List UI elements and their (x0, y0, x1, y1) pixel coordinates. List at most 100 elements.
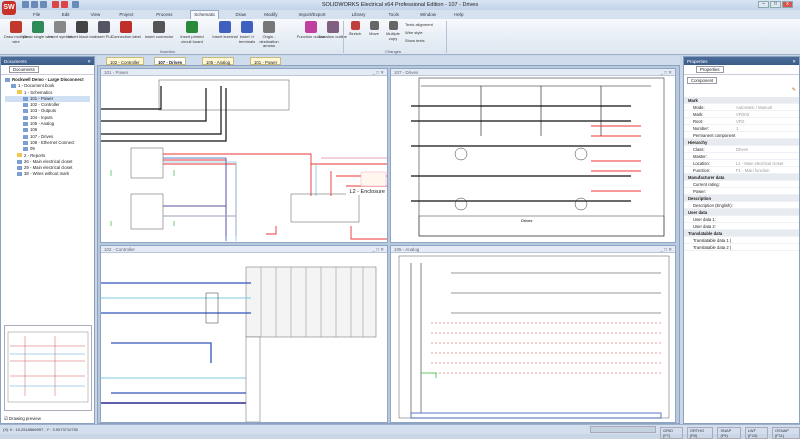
tree-item[interactable]: 106 (5, 127, 90, 133)
status-toggle[interactable]: SNAP (F9) (717, 427, 741, 439)
component-tab[interactable]: Component (687, 77, 718, 84)
menu-library[interactable]: Library (351, 12, 366, 17)
window-controls[interactable]: _ □ ✕ (660, 70, 673, 75)
ribbon-button-label: Location outline (318, 34, 348, 39)
app-logo[interactable]: SW (2, 1, 16, 15)
ribbon-button-move[interactable]: Move (364, 21, 384, 37)
ribbon-button-insert-n-terminals[interactable]: Insert 'n' terminals (232, 21, 262, 44)
close-icon[interactable]: ✕ (87, 58, 91, 64)
doc-tab[interactable]: 102 - Controller (106, 57, 144, 65)
tree-item[interactable]: Rockwell Demo - Large Disconnect (5, 77, 90, 83)
property-value[interactable]: VFD03 (736, 112, 750, 117)
ribbon-icon (369, 21, 379, 30)
ribbon-button-function-outline[interactable]: Function outline (296, 21, 326, 40)
property-value[interactable]: Drives (736, 147, 748, 152)
menu-view[interactable]: View (90, 12, 101, 17)
ribbon-button-draw-single-wire[interactable]: Draw single wire (23, 21, 53, 40)
tree-item[interactable]: 104 - Inputs (5, 115, 90, 121)
ribbon-icon (263, 21, 275, 33)
status-toggle[interactable]: ORTHO (F8) (686, 427, 714, 439)
properties-tab[interactable]: Properties (696, 66, 724, 73)
tree-item[interactable]: 108 - Ethernet Connect (5, 140, 90, 146)
tree-item[interactable]: 26 - Main electrical closet (5, 159, 90, 165)
ribbon-button-connection-label[interactable]: Connection label (111, 21, 141, 40)
undo-icon[interactable] (52, 1, 59, 8)
controller-window[interactable]: 102 - Controller_ □ ✕ (100, 245, 388, 423)
property-row: Translatable data 1 ( (684, 237, 799, 244)
menu-schematic[interactable]: Schematic (190, 10, 220, 19)
ribbon-button-stretch[interactable]: Stretch (345, 21, 365, 37)
ribbon-small-texts-alignment[interactable]: Texts alignment (405, 22, 433, 27)
window-controls[interactable]: _ □ ✕ (372, 70, 385, 75)
ribbon-button-location-outline[interactable]: Location outline (318, 21, 348, 40)
tree-item[interactable]: 1 - Schematics (5, 90, 90, 96)
tree-item[interactable]: 38 - Wires without mark (5, 171, 90, 177)
window-title: SOLIDWORKS Electrical x64 Professional E… (321, 2, 479, 8)
property-value[interactable]: Automatic / Manual (736, 105, 772, 110)
property-value[interactable]: L1 - Main electrical closet (736, 161, 784, 166)
zoom-icon[interactable] (72, 1, 79, 8)
menu-project[interactable]: Project (119, 12, 134, 17)
documents-tab[interactable]: Documents (9, 66, 39, 73)
tree-item[interactable]: 2 - Reports (5, 153, 90, 159)
doc-tab[interactable]: 101 - Power (250, 57, 282, 65)
property-value[interactable]: 1 (736, 126, 739, 131)
status-toggles: GRID (F7)ORTHO (F8)SNAP (F9)LWT (F10)OSN… (660, 427, 800, 439)
ribbon-button-insert-symbol[interactable]: Insert symbol (45, 21, 75, 40)
window-controls[interactable]: _ □ ✕ (372, 247, 385, 252)
ribbon-small-show-texts[interactable]: Show texts (405, 38, 425, 43)
print-icon[interactable] (40, 1, 47, 8)
new-icon[interactable] (22, 1, 29, 8)
menu-window[interactable]: Window (420, 12, 437, 17)
tree-item[interactable]: 102 - Controller (5, 102, 90, 108)
property-value[interactable]: VFD (736, 119, 745, 124)
tree-item[interactable]: 105 - Analog (5, 121, 90, 127)
power-window[interactable]: 101 - Power_ □ ✕ L2 - Enclosure (100, 68, 388, 243)
menu-help[interactable]: Help (454, 12, 464, 17)
doc-tab[interactable]: 105 - Analog (202, 57, 235, 65)
ribbon-button-draw-multiple-wire[interactable]: Draw multiple wire (1, 21, 31, 44)
document-icon (23, 134, 28, 139)
tree-item[interactable]: 09 (5, 146, 90, 152)
ribbon-button-insert-plc[interactable]: Insert PLC (89, 21, 119, 40)
menu-file[interactable]: File (33, 12, 41, 17)
status-toggle[interactable]: GRID (F7) (660, 427, 683, 439)
status-toggle[interactable]: LWT (F10) (744, 427, 768, 439)
edit-icon[interactable]: ✎ (791, 87, 796, 93)
menu-importexport[interactable]: Import/Export (298, 12, 326, 17)
doc-tab[interactable]: 107 - Drives (154, 57, 187, 65)
ribbon-button-insert-terminal[interactable]: Insert terminal (210, 21, 240, 40)
menu-tools[interactable]: Tools (388, 12, 400, 17)
drives-window[interactable]: 107 - Drives_ □ ✕ Drives (390, 68, 676, 243)
ribbon-button-insert-connector[interactable]: Insert connector (144, 21, 174, 40)
tree-item[interactable]: 107 - Drives (5, 134, 90, 140)
menu-modify[interactable]: Modify (264, 12, 278, 17)
tree-item[interactable]: 103 - Outputs (5, 108, 90, 114)
property-value[interactable]: F1 - Main function (736, 168, 770, 173)
tree-item-label: 29 - Main electrical closet (24, 165, 73, 171)
ribbon-button-insert-black-box[interactable]: Insert black box (67, 21, 97, 40)
tree-item[interactable]: 29 - Main electrical closet (5, 165, 90, 171)
redo-icon[interactable] (61, 1, 68, 8)
ribbon-button-insert-printed-circuit-board[interactable]: Insert printed circuit board (177, 21, 207, 44)
close-icon[interactable]: ✕ (792, 58, 796, 64)
minimize-button[interactable]: – (758, 1, 769, 8)
ribbon-button-origin-destination-arrows[interactable]: Origin - destination arrows (254, 21, 284, 49)
tree-item[interactable]: 101 - Power (5, 95, 90, 103)
folder-icon (17, 153, 22, 158)
ribbon-small-wire-style[interactable]: Wire style (405, 30, 423, 35)
analog-window[interactable]: 105 - Analog_ □ ✕ (390, 245, 676, 423)
save-icon[interactable] (31, 1, 38, 8)
power-schematic[interactable]: L2 - Enclosure (101, 76, 387, 242)
drawing-preview-checkbox[interactable]: ☑ Drawing preview (4, 416, 41, 421)
property-row: Current rating: (684, 181, 799, 188)
ribbon-button-multiple-copy[interactable]: Multiple copy (383, 21, 403, 41)
tree-item[interactable]: 1 - Document book (5, 83, 90, 89)
menu-edit[interactable]: Edit (61, 12, 70, 17)
menu-process[interactable]: Process (156, 12, 173, 17)
maximize-button[interactable]: □ (770, 1, 781, 8)
menu-draw[interactable]: Draw (235, 12, 247, 17)
close-button[interactable]: x (782, 1, 793, 8)
window-controls[interactable]: _ □ ✕ (660, 247, 673, 252)
status-toggle[interactable]: OSNAP (F11) (771, 427, 800, 439)
